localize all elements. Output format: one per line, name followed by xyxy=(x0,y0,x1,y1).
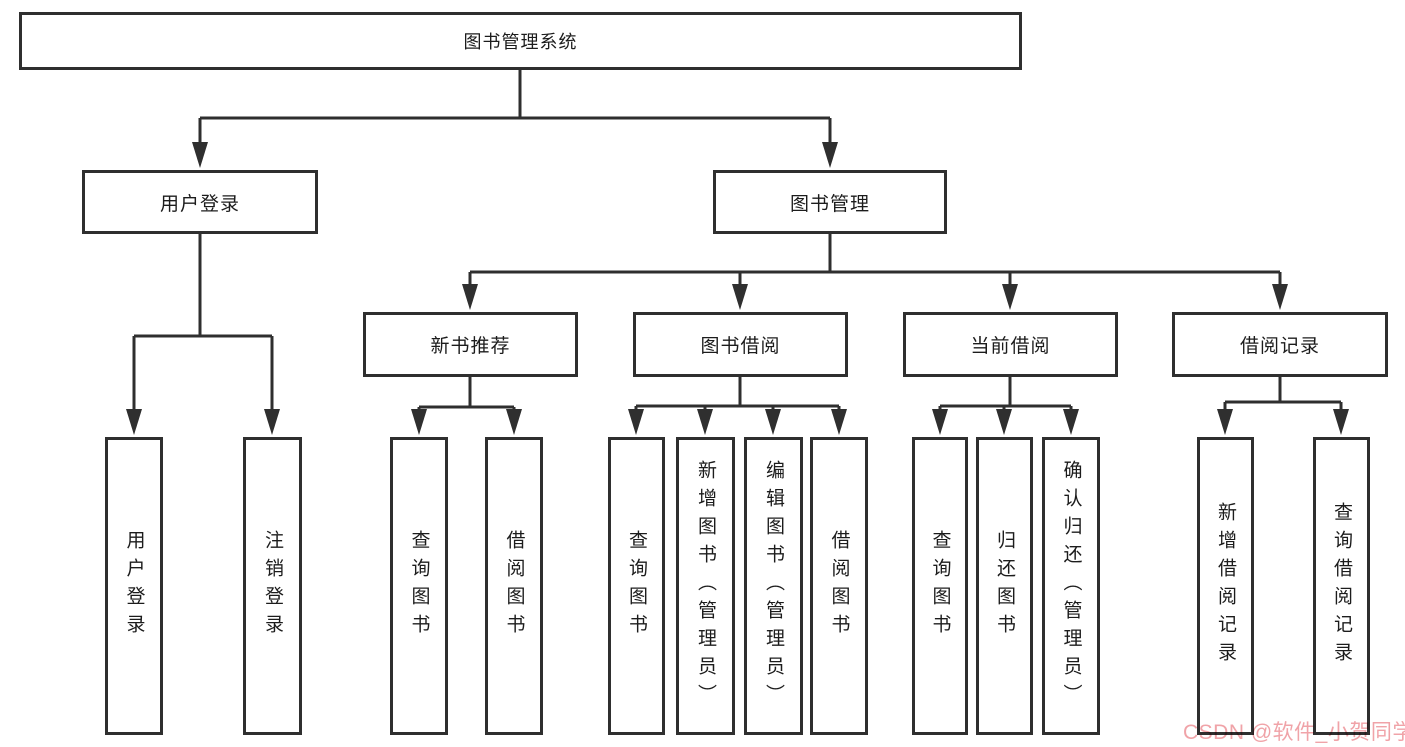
leaf-query-books-2: 查询图书 xyxy=(608,437,665,735)
node-root-label: 图书管理系统 xyxy=(463,32,578,52)
leaf-logout: 注销登录 xyxy=(243,437,302,735)
leaf-label: 注销登录 xyxy=(262,530,283,642)
leaf-label: 查询图书 xyxy=(929,530,951,642)
branch-root xyxy=(192,70,838,168)
leaf-label: 查询图书 xyxy=(408,530,430,642)
node-new-books: 新书推荐 xyxy=(363,312,578,377)
leaf-label: 借阅图书 xyxy=(503,530,525,642)
leaf-confirm-return-admin: 确认归还（管理员） xyxy=(1042,437,1100,735)
leaf-label: 查询图书 xyxy=(626,530,647,642)
branch-book-management xyxy=(462,234,1288,310)
csdn-watermark: CSDN @软件_小贺同学 xyxy=(1183,721,1405,744)
node-root: 图书管理系统 xyxy=(19,12,1022,70)
leaf-label: 新增图书（管理员） xyxy=(695,460,716,712)
leaf-label: 用户登录 xyxy=(123,530,145,642)
node-user-login-label: 用户登录 xyxy=(159,193,240,215)
node-book-borrow: 图书借阅 xyxy=(633,312,848,377)
leaf-query-books-1: 查询图书 xyxy=(390,437,448,735)
node-current-borrow-label: 当前借阅 xyxy=(970,336,1051,357)
branch-borrow-records xyxy=(1217,377,1349,435)
node-book-management-label: 图书管理 xyxy=(789,193,870,215)
leaf-edit-books-admin: 编辑图书（管理员） xyxy=(744,437,803,735)
node-book-management: 图书管理 xyxy=(713,170,947,234)
branch-new-books xyxy=(411,377,522,435)
leaf-borrow-books-1: 借阅图书 xyxy=(485,437,543,735)
leaf-add-borrow-record: 新增借阅记录 xyxy=(1197,437,1254,735)
leaf-label: 借阅图书 xyxy=(828,530,850,642)
node-current-borrow: 当前借阅 xyxy=(903,312,1118,377)
branch-current-borrow xyxy=(932,377,1079,435)
leaf-borrow-books-2: 借阅图书 xyxy=(810,437,868,735)
node-borrow-records-label: 借阅记录 xyxy=(1239,336,1320,357)
branch-book-borrow xyxy=(628,377,847,435)
leaf-user-login: 用户登录 xyxy=(105,437,163,735)
branch-user-login xyxy=(126,234,280,435)
leaf-return-books: 归还图书 xyxy=(976,437,1033,735)
leaf-label: 编辑图书（管理员） xyxy=(763,460,784,712)
leaf-label: 归还图书 xyxy=(994,530,1015,642)
leaf-query-books-3: 查询图书 xyxy=(912,437,968,735)
node-borrow-records: 借阅记录 xyxy=(1172,312,1388,377)
leaf-add-books-admin: 新增图书（管理员） xyxy=(676,437,735,735)
leaf-label: 确认归还（管理员） xyxy=(1060,460,1082,712)
leaf-query-borrow-record: 查询借阅记录 xyxy=(1313,437,1370,735)
node-book-borrow-label: 图书借阅 xyxy=(700,336,781,357)
node-new-books-label: 新书推荐 xyxy=(430,336,511,357)
node-user-login: 用户登录 xyxy=(82,170,318,234)
leaf-label: 新增借阅记录 xyxy=(1215,502,1236,670)
leaf-label: 查询借阅记录 xyxy=(1331,502,1352,670)
